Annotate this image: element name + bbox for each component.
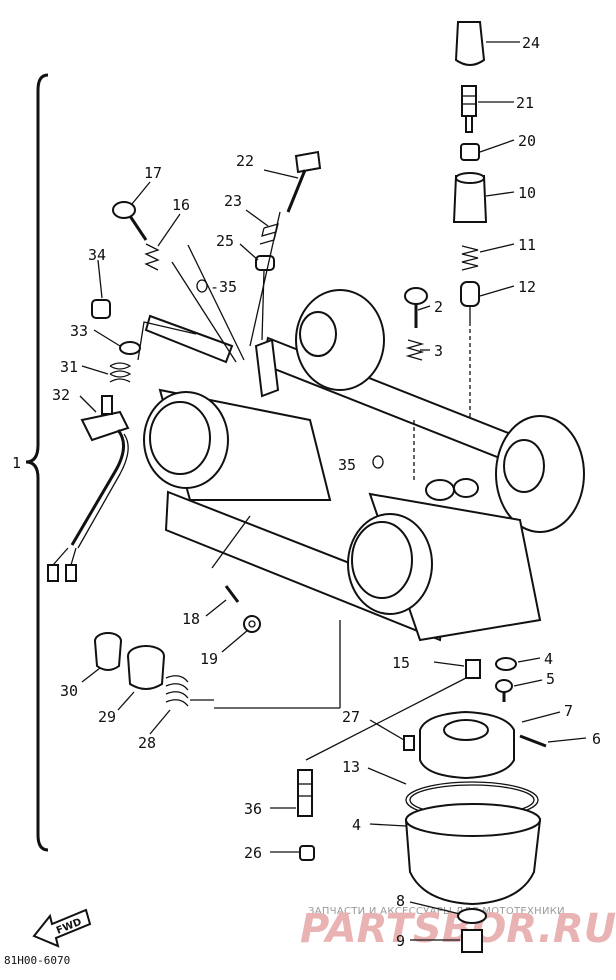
- callout-31: 31: [60, 358, 78, 376]
- callout-10: 10: [518, 184, 536, 202]
- callout-29: 29: [98, 708, 116, 726]
- callout-26: 26: [244, 844, 262, 862]
- callout-16: 16: [172, 196, 190, 214]
- callout-9: 9: [396, 932, 405, 950]
- spring-part-3: [405, 339, 425, 361]
- cap-part-24: [454, 21, 486, 66]
- spring-part-11: [461, 245, 479, 271]
- callout-28: 28: [138, 734, 156, 752]
- callout-15: 15: [392, 654, 410, 672]
- pin-part-6: [519, 734, 547, 748]
- piston-part-12: [460, 281, 480, 322]
- oring-part-33: [119, 341, 141, 355]
- figure-code: 81H00-6070: [4, 954, 70, 967]
- needle-jet-part-21: [461, 85, 477, 133]
- callout-20: 20: [518, 132, 536, 150]
- callout-7: 7: [564, 702, 573, 720]
- callout-23: 23: [224, 192, 242, 210]
- screw-part-17: [112, 201, 148, 241]
- screw-part-5: [495, 679, 513, 702]
- gasket-part-8: [457, 908, 487, 924]
- fitting-part-32: [47, 395, 130, 582]
- seal-part-35-b: [372, 455, 384, 469]
- callout-21: 21: [516, 94, 534, 112]
- callout-19: 19: [200, 650, 218, 668]
- cap-part-34: [91, 299, 111, 319]
- cap-part-29: [127, 645, 165, 690]
- callout-12: 12: [518, 278, 536, 296]
- callout-3: 3: [434, 342, 443, 360]
- spring-part-16: [144, 243, 160, 271]
- callout-18: 18: [182, 610, 200, 628]
- callout-33: 33: [70, 322, 88, 340]
- carburetor-body: [143, 289, 585, 642]
- jet-part-36: [297, 769, 313, 817]
- callout-34: 34: [88, 246, 106, 264]
- callout-1: 1: [12, 454, 21, 472]
- callout-11: 11: [518, 236, 536, 254]
- callout-4-upper: 4: [544, 650, 553, 668]
- holder-part-10: [452, 172, 488, 223]
- callout-32: 32: [52, 386, 70, 404]
- callout-4-lower: 4: [352, 816, 361, 834]
- spring-part-28: [165, 675, 189, 707]
- fwd-arrow-icon: FWD: [32, 908, 92, 948]
- watermark-top-text: ЗАПЧАСТИ И АКСЕССУАРЫ ДЛЯ МОТОТЕХНИКИ: [308, 906, 565, 917]
- callout-2: 2: [434, 298, 443, 316]
- nut-part-20: [460, 143, 480, 161]
- callout-35-mid: 35: [338, 456, 356, 474]
- callout-13: 13: [342, 758, 360, 776]
- jet-part-26: [299, 845, 315, 861]
- callout-27: 27: [342, 708, 360, 726]
- callout-24: 24: [522, 34, 540, 52]
- seal-part-35-a: [196, 279, 208, 293]
- needle-valve-part-27: [403, 735, 415, 751]
- screw-part-22: [286, 150, 322, 213]
- washer-part-19: [243, 615, 261, 633]
- callout-22: 22: [236, 152, 254, 170]
- callout-6: 6: [592, 730, 601, 748]
- screw-part-2: [404, 287, 428, 328]
- leader-lines: [79, 41, 587, 941]
- callout-17: 17: [144, 164, 162, 182]
- drain-screw-part-9: [461, 929, 483, 953]
- jet-part-15: [465, 659, 481, 679]
- oring-part-4-top: [495, 657, 517, 671]
- pin-part-18: [224, 585, 240, 603]
- assembly-bracket: [25, 73, 49, 852]
- washer-part-25: [255, 255, 275, 271]
- float-part-7: [419, 710, 515, 780]
- callout-8: 8: [396, 892, 405, 910]
- callout-36: 36: [244, 800, 262, 818]
- spring-part-31: [109, 362, 132, 383]
- float-bowl-part-4: [404, 803, 542, 906]
- callout-5: 5: [546, 670, 555, 688]
- cap-part-30: [94, 632, 122, 671]
- callout-35-top: -35: [210, 278, 237, 296]
- callout-30: 30: [60, 682, 78, 700]
- callout-25: 25: [216, 232, 234, 250]
